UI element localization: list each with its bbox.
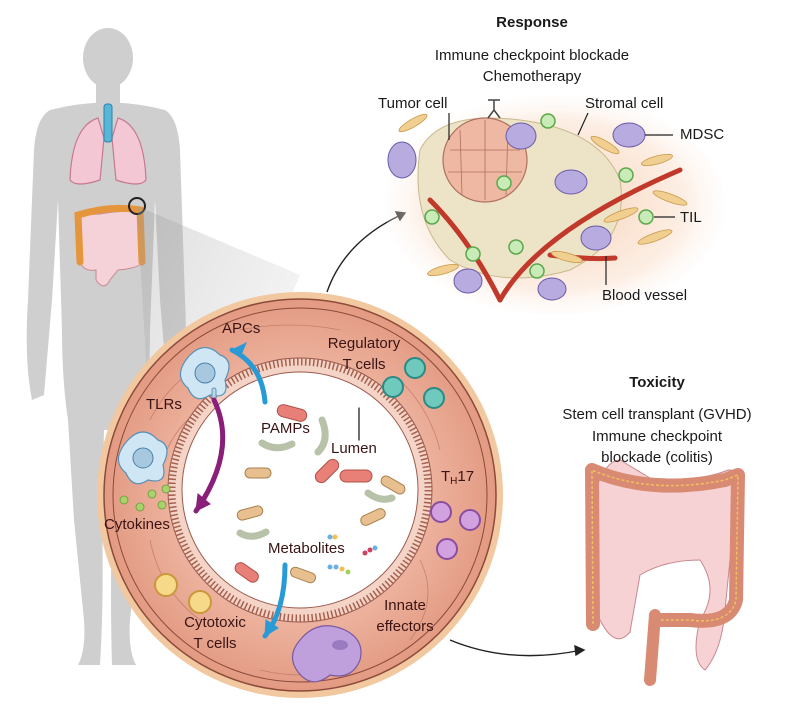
innate-effectors-label-2: effectors [376,618,434,635]
th17-label: TH17 [441,468,474,491]
toxicity-title: Toxicity [629,374,685,391]
regulatory-t-cells [382,357,445,409]
gut-arrows [193,341,360,639]
innate-effectors-label-1: Innate [384,597,426,614]
response-line-1: Immune checkpoint blockade [434,47,630,64]
toxicity-line-3: blockade (colitis) [601,449,713,466]
cytotoxic-t-cells-label-2: T cells [193,635,237,652]
mdsc-label: MDSC [680,126,725,143]
toxicity-colon [585,459,745,686]
gut-cross-section [97,292,503,698]
response-title: Response [496,14,568,31]
stromal-cells [398,113,688,277]
apc-cells [117,346,230,485]
antibody-icon [487,99,501,119]
tumor-microenvironment [385,95,725,315]
cytokines-particles [119,484,171,512]
tumor-cell-label: Tumor cell [378,95,448,112]
cytotoxic-t-cells [154,573,212,614]
pamps-label: PAMPs [261,420,310,437]
stromal-cell-label: Stromal cell [585,95,664,112]
th17-number: 17 [457,468,475,485]
blood-vessel-label: Blood vessel [602,287,688,304]
th17-cells [430,501,481,560]
apcs-label: APCs [222,320,261,337]
response-line-2: Chemotherapy [482,68,582,85]
tlrs-label: TLRs [146,396,182,413]
regulatory-t-cells-label-1: Regulatory [327,335,401,352]
innate-effector [291,625,362,683]
lumen-label: Lumen [331,440,377,457]
toxicity-line-2: Immune checkpoint [591,428,723,445]
lungs [69,103,147,185]
til-cells [424,113,654,279]
th17-main: T [441,468,451,485]
metabolites [327,534,378,575]
til-label: TIL [680,209,702,226]
callout-lines [448,112,675,285]
cytotoxic-t-cells-label-1: Cytotoxic [184,614,246,631]
cytokines-label: Cytokines [104,516,170,533]
metabolites-label: Metabolites [268,540,345,557]
mdsc-cells [387,122,646,301]
toxicity-line-1: Stem cell transplant (GVHD) [562,406,752,423]
regulatory-t-cells-label-2: T cells [342,356,386,373]
bacteria [234,404,406,584]
th17-subscript: H [450,476,458,487]
